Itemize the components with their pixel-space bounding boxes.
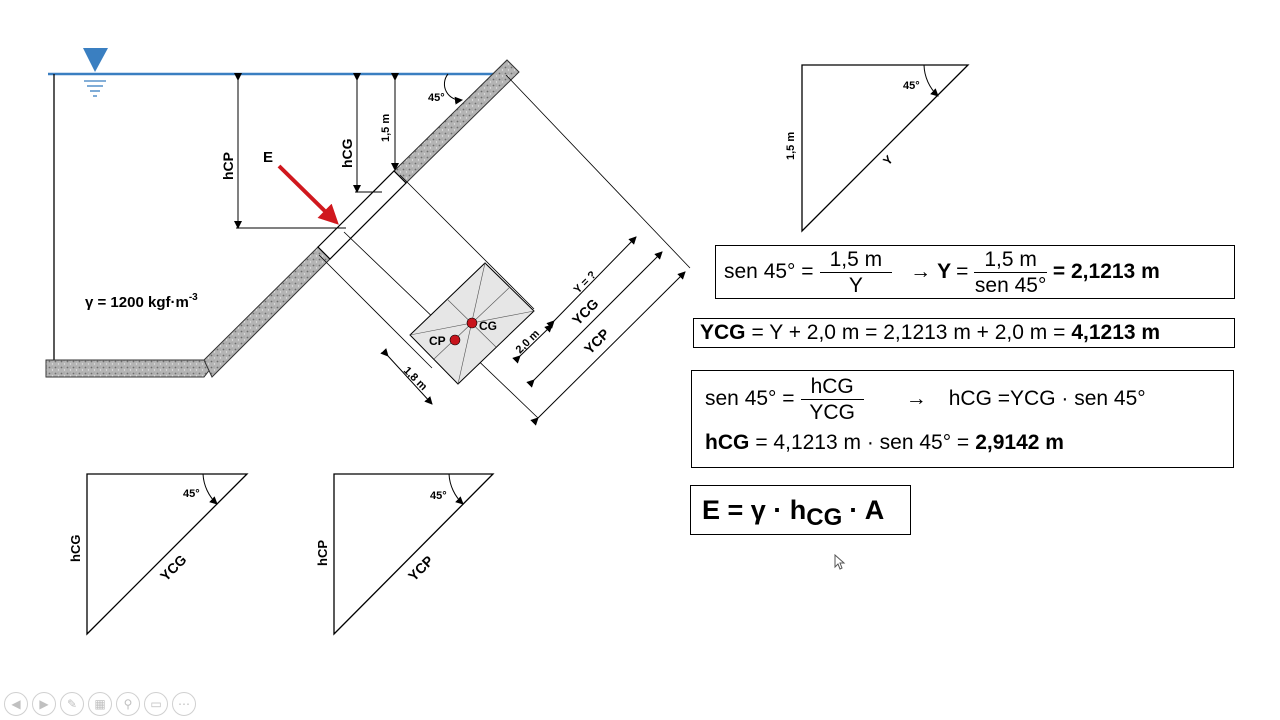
- eq1-lhs: sen 45° =: [724, 260, 814, 283]
- triangle-y-hyp: Y: [880, 153, 896, 169]
- gate-slot: [317, 170, 407, 260]
- zoom-icon[interactable]: ⚲: [116, 692, 140, 716]
- eq4-sub: CG: [806, 504, 843, 531]
- eq2-expr: = Y + 2,0 m = 2,1213 m + 2,0 m =: [751, 321, 1066, 344]
- triangle-y-side: 1,5 m: [785, 132, 797, 160]
- equation-box-hcg: sen 45° = hCG YCG → hCG =YCG · sen 45° h…: [691, 370, 1234, 468]
- concrete-wall-upper: [393, 59, 520, 184]
- depth-1-5-label: 1,5 m: [380, 114, 392, 142]
- cg-label: CG: [479, 319, 497, 333]
- screen-icon[interactable]: ▭: [144, 692, 168, 716]
- mouse-cursor-icon: [834, 554, 846, 570]
- prev-icon[interactable]: ◀: [4, 692, 28, 716]
- slideshow-toolbar: ◀ ▶ ✎ ▦ ⚲ ▭ ⋯: [4, 692, 196, 716]
- force-arrow: [277, 164, 339, 225]
- equation-box-force: E = γ · h CG · A: [690, 485, 911, 535]
- force-label: E: [263, 149, 273, 166]
- cg-point: [466, 317, 478, 329]
- eq3-arrow: →: [905, 387, 927, 410]
- equation-box-ycg: YCG = Y + 2,0 m = 2,1213 m + 2,0 m = 4,1…: [693, 318, 1235, 348]
- eq1-fraction-2: 1,5 m sen 45°: [974, 247, 1047, 297]
- next-icon[interactable]: ▶: [32, 692, 56, 716]
- triangle-hcg-side: hCG: [68, 535, 83, 562]
- gamma-label: γ = 1200 kgf·m-3: [85, 292, 198, 311]
- angle-label-top: 45°: [428, 92, 445, 104]
- equation-box-y: sen 45° = 1,5 m Y → Y = 1,5 m sen 45° = …: [715, 245, 1235, 299]
- eq3-rhs: hCG =YCG · sen 45°: [948, 387, 1146, 410]
- eq1-eq: =: [956, 260, 969, 283]
- eq1-y: Y: [937, 260, 952, 283]
- width-1-8-label: 1,8 m: [401, 365, 430, 394]
- dist-2-0-label: 2,0 m: [514, 328, 543, 357]
- eq3-line2-label: hCG: [705, 431, 750, 454]
- concrete-base: [45, 359, 212, 378]
- triangle-hcp: [333, 473, 495, 636]
- hcg-label: hCG: [339, 138, 355, 168]
- more-icon[interactable]: ⋯: [172, 692, 196, 716]
- eq3-lhs: sen 45° =: [705, 387, 795, 410]
- triangle-y-angle: 45°: [903, 80, 920, 92]
- triangle-hcp-side: hCP: [315, 540, 330, 566]
- y-unknown-label: Y = ?: [572, 269, 599, 296]
- eq1-result: = 2,1213 m: [1052, 260, 1160, 283]
- eq1-fraction-1: 1,5 m Y: [819, 249, 893, 296]
- triangle-hcp-angle: 45°: [430, 490, 447, 502]
- ycp-dim-label: YCP: [581, 325, 613, 357]
- triangle-hcg-hyp: YCG: [157, 551, 190, 584]
- eq1-arrow: →: [910, 260, 932, 283]
- eq2-result: 4,1213 m: [1071, 321, 1161, 344]
- triangle-hcg-angle: 45°: [183, 488, 200, 500]
- eq4-lhs: E = γ · h: [702, 494, 807, 525]
- eq3-fraction: hCG YCG: [800, 376, 864, 423]
- eq3-line2-result: 2,9142 m: [975, 431, 1064, 454]
- water-level-icon: [83, 48, 108, 72]
- cp-point: [449, 334, 461, 346]
- triangle-hcg: [86, 473, 249, 636]
- eq4-rhs: · A: [849, 494, 885, 525]
- slides-icon[interactable]: ▦: [88, 692, 112, 716]
- pen-icon[interactable]: ✎: [60, 692, 84, 716]
- concrete-wall-lower: [203, 246, 331, 378]
- hcp-label: hCP: [220, 152, 236, 180]
- eq3-line2-expr: = 4,1213 m · sen 45° =: [755, 431, 970, 454]
- eq2-ycg: YCG: [700, 321, 746, 344]
- cp-label: CP: [429, 334, 446, 348]
- triangle-y: [801, 64, 970, 233]
